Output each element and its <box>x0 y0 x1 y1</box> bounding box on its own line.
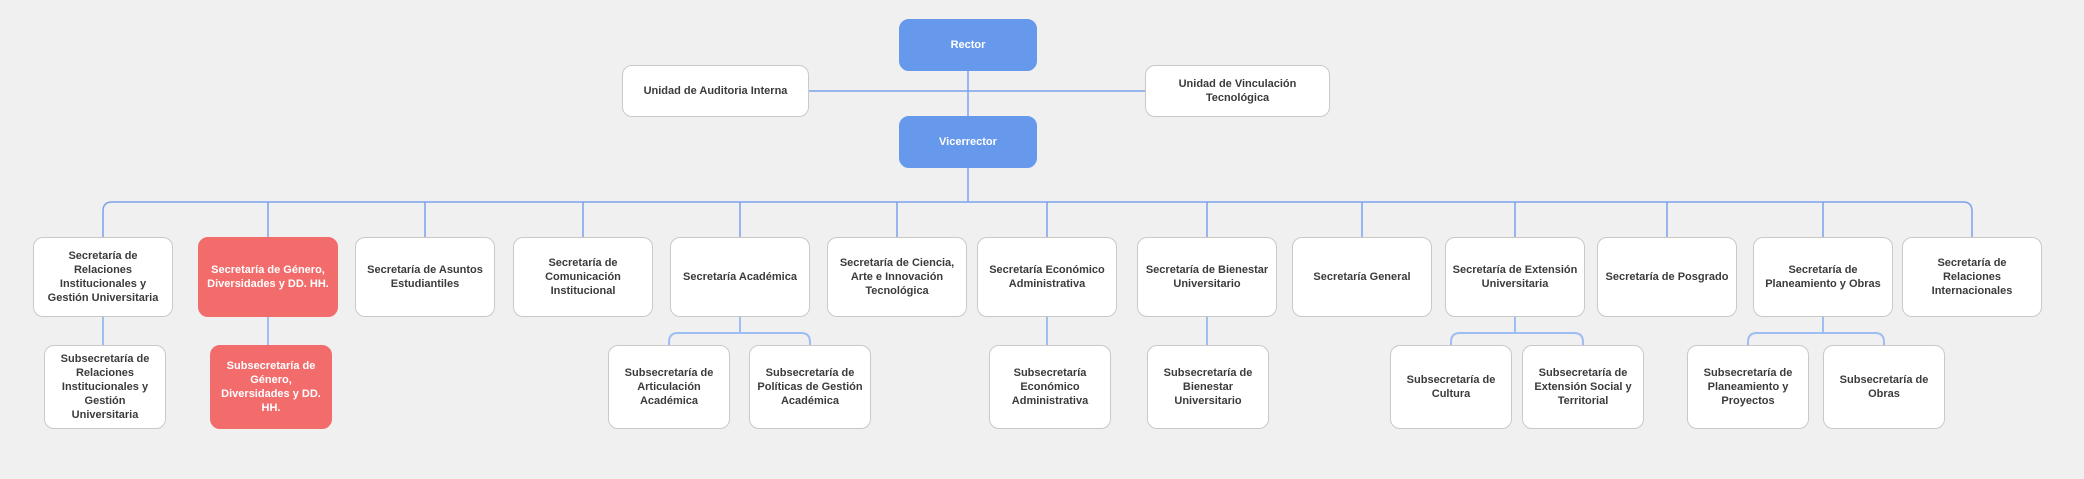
node-unidad-auditoria-interna: Unidad de Auditoria Interna <box>622 65 809 117</box>
node-subsecretaria-articulacion-academica: Subsecretaría de Articulación Académica <box>608 345 730 429</box>
node-subsecretaria-relaciones-institucionales: Subsecretaría de Relaciones Instituciona… <box>44 345 166 429</box>
node-subsecretaria-cultura: Subsecretaría de Cultura <box>1390 345 1512 429</box>
node-subsecretaria-obras: Subsecretaría de Obras <box>1823 345 1945 429</box>
node-secretaria-economico-administrativa: Secretaría Económico Administrativa <box>977 237 1117 317</box>
node-secretaria-asuntos-estudiantiles: Secretaría de Asuntos Estudiantiles <box>355 237 495 317</box>
node-subsecretaria-economico-administrativa: Subsecretaría Económico Administrativa <box>989 345 1111 429</box>
node-subsecretaria-extension-social-territorial: Subsecretaría de Extensión Social y Terr… <box>1522 345 1644 429</box>
node-subsecretaria-politicas-gestion-academica: Subsecretaría de Políticas de Gestión Ac… <box>749 345 871 429</box>
node-secretaria-posgrado: Secretaría de Posgrado <box>1597 237 1737 317</box>
node-secretaria-extension-universitaria: Secretaría de Extensión Universitaria <box>1445 237 1585 317</box>
node-secretaria-genero-diversidades: Secretaría de Género, Diversidades y DD.… <box>198 237 338 317</box>
node-secretaria-bienestar-universitario: Secretaría de Bienestar Universitario <box>1137 237 1277 317</box>
node-secretaria-planeamiento-obras: Secretaría de Planeamiento y Obras <box>1753 237 1893 317</box>
node-secretaria-relaciones-internacionales: Secretaría de Relaciones Internacionales <box>1902 237 2042 317</box>
node-unidad-vinculacion-tecnologica: Unidad de Vinculación Tecnológica <box>1145 65 1330 117</box>
node-subsecretaria-genero-diversidades: Subsecretaría de Género, Diversidades y … <box>210 345 332 429</box>
node-secretaria-general: Secretaría General <box>1292 237 1432 317</box>
node-rector: Rector <box>899 19 1037 71</box>
node-secretaria-comunicacion-institucional: Secretaría de Comunicación Institucional <box>513 237 653 317</box>
node-vicerrector: Vicerrector <box>899 116 1037 168</box>
node-secretaria-academica: Secretaría Académica <box>670 237 810 317</box>
node-subsecretaria-planeamiento-proyectos: Subsecretaría de Planeamiento y Proyecto… <box>1687 345 1809 429</box>
node-secretaria-ciencia-arte-innovacion: Secretaría de Ciencia, Arte e Innovación… <box>827 237 967 317</box>
node-secretaria-relaciones-institucionales: Secretaría de Relaciones Institucionales… <box>33 237 173 317</box>
node-subsecretaria-bienestar-universitario: Subsecretaría de Bienestar Universitario <box>1147 345 1269 429</box>
